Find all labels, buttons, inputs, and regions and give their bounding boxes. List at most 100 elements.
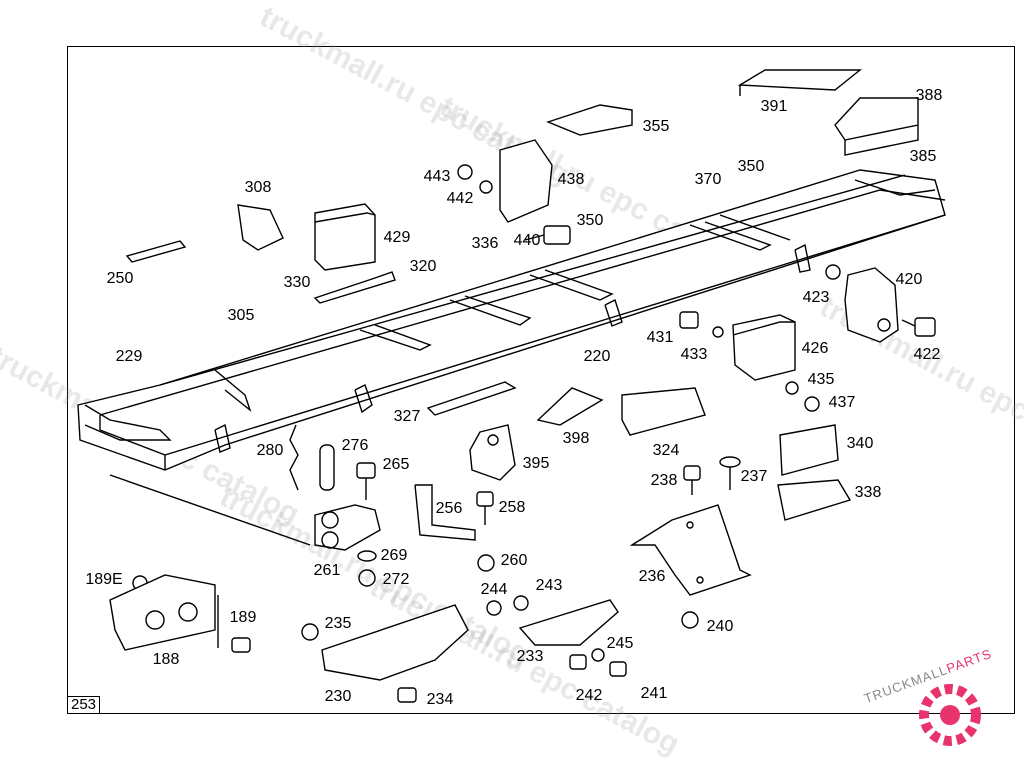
part-280: [289, 424, 299, 491]
page-number: 253: [67, 696, 100, 714]
part-398: [536, 387, 604, 426]
part-420: [844, 267, 899, 343]
part-label: 370: [694, 171, 722, 188]
part-235: [301, 623, 319, 641]
part-label: 238: [650, 472, 678, 489]
part-label: 320: [409, 258, 437, 275]
part-422: [901, 317, 936, 337]
part-label: 422: [913, 346, 941, 363]
part-label: 236: [638, 568, 666, 585]
part-233: [518, 599, 619, 646]
part-250: [125, 240, 187, 263]
part-423: [825, 264, 841, 280]
part-443: [457, 164, 493, 194]
part-276: [319, 444, 335, 491]
part-label: 440: [513, 232, 541, 249]
part-label: 244: [480, 581, 508, 598]
part-label: 438: [557, 171, 585, 188]
part-258: [476, 491, 494, 525]
part-260: [477, 554, 495, 572]
part-label: 391: [760, 98, 788, 115]
part-label: 435: [807, 371, 835, 388]
part-438: [499, 139, 553, 223]
part-234: [397, 687, 417, 703]
part-label: 230: [324, 688, 352, 705]
part-label: 420: [895, 271, 923, 288]
part-label: 336: [471, 235, 499, 252]
part-440: [524, 225, 571, 245]
part-330: [313, 271, 396, 304]
part-244: [486, 595, 529, 616]
part-label: 280: [256, 442, 284, 459]
part-label: 429: [383, 229, 411, 246]
part-238: [683, 465, 701, 495]
part-435: [785, 381, 820, 412]
part-label: 188: [152, 651, 180, 668]
part-label: 442: [446, 190, 474, 207]
part-label: 443: [423, 168, 451, 185]
part-240: [681, 611, 699, 629]
part-label: 269: [380, 547, 408, 564]
part-391: [737, 69, 862, 96]
part-256: [414, 484, 476, 541]
part-label: 338: [854, 484, 882, 501]
part-label: 272: [382, 571, 410, 588]
part-label: 423: [802, 289, 830, 306]
part-242: [569, 654, 627, 677]
part-label: 350: [737, 158, 765, 175]
part-label: 395: [522, 455, 550, 472]
part-label: 308: [244, 179, 272, 196]
part-327: [426, 381, 517, 416]
part-label: 385: [909, 148, 937, 165]
part-340: [779, 424, 839, 476]
part-label: 233: [516, 648, 544, 665]
part-label: 437: [828, 394, 856, 411]
part-label: 388: [915, 87, 943, 104]
part-label: 189: [229, 609, 257, 626]
part-label: 250: [106, 270, 134, 287]
part-label: 241: [640, 685, 668, 702]
part-label: 340: [846, 435, 874, 452]
part-label: 189E: [85, 571, 123, 588]
part-431: [679, 311, 724, 338]
part-label: 258: [498, 499, 526, 516]
part-label: 245: [606, 635, 634, 652]
part-338: [777, 479, 852, 521]
part-label: 220: [583, 348, 611, 365]
part-324: [621, 387, 706, 436]
part-261: [314, 504, 381, 551]
part-label: 324: [652, 442, 680, 459]
part-189: [217, 595, 251, 653]
truckmall-logo-icon: [919, 684, 981, 746]
part-label: 243: [535, 577, 563, 594]
part-395: [469, 424, 516, 481]
part-label: 229: [115, 348, 143, 365]
part-label: 276: [341, 437, 369, 454]
part-230: [321, 604, 469, 681]
part-label: 261: [313, 562, 341, 579]
part-429: [314, 203, 376, 271]
part-label: 242: [575, 687, 603, 704]
part-label: 327: [393, 408, 421, 425]
part-245: [591, 648, 605, 662]
part-label: 431: [646, 329, 674, 346]
part-265: [356, 462, 376, 500]
part-236: [629, 504, 752, 596]
part-426: [732, 314, 796, 381]
part-label: 426: [801, 340, 829, 357]
part-label: 433: [680, 346, 708, 363]
part-308: [237, 204, 284, 251]
part-label: 265: [382, 456, 410, 473]
part-label: 234: [426, 691, 454, 708]
part-388: [834, 97, 919, 156]
part-label: 237: [740, 468, 768, 485]
part-label: 398: [562, 430, 590, 447]
part-label: 350: [576, 212, 604, 229]
part-355: [545, 104, 633, 136]
part-189E: [109, 574, 216, 651]
chassis-frame: [77, 169, 946, 546]
part-label: 240: [706, 618, 734, 635]
part-237: [719, 456, 741, 490]
part-label: 235: [324, 615, 352, 632]
